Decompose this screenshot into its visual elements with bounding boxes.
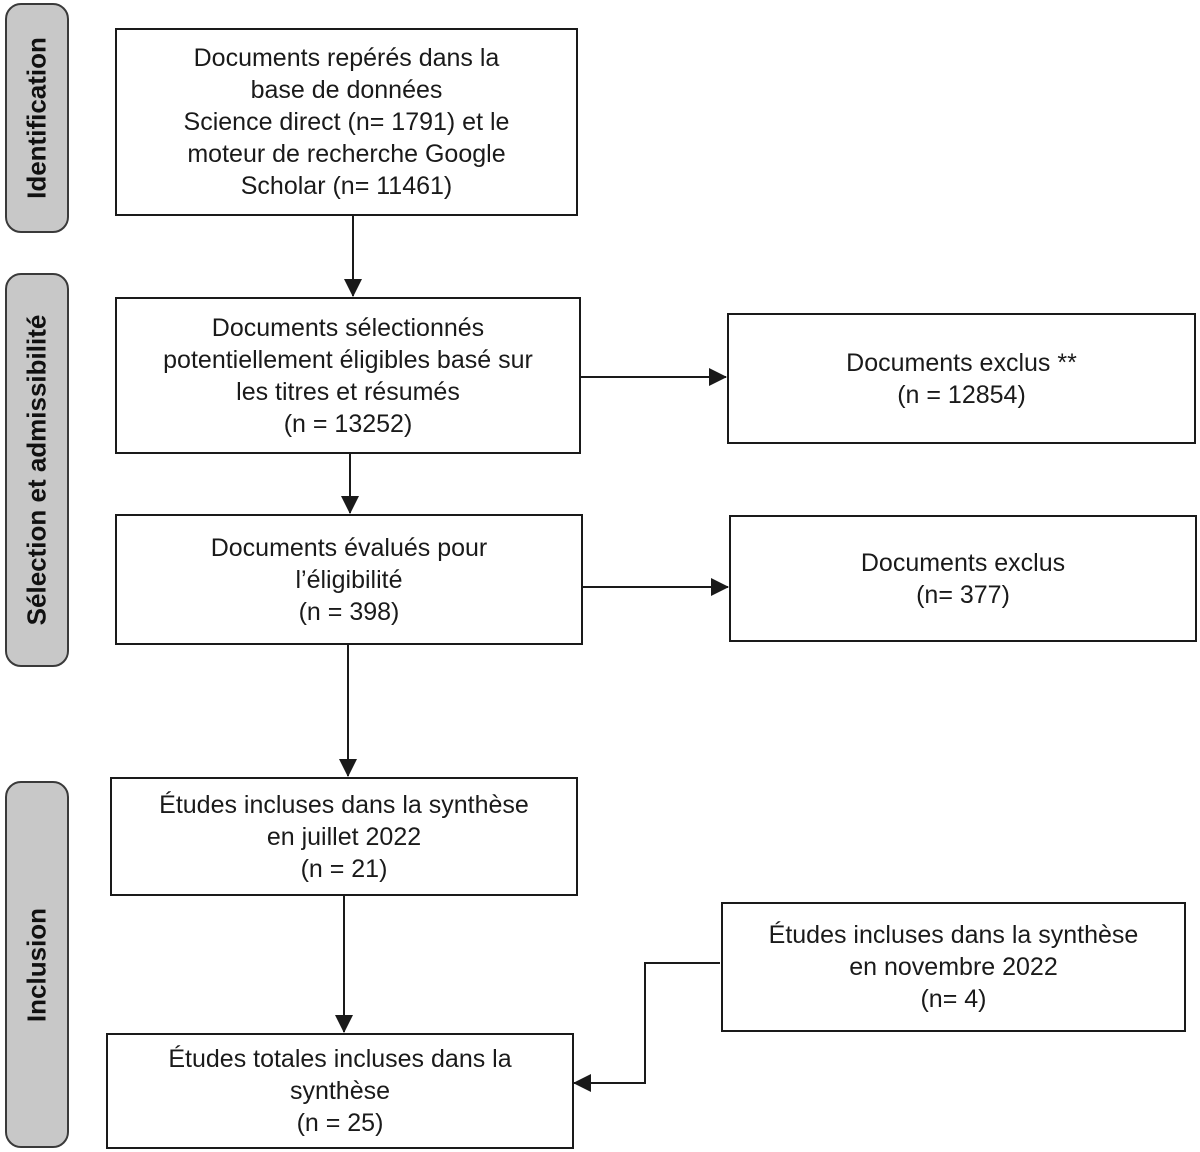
box-total-included: Études totales incluses dans la synthèse… [106,1033,574,1149]
box-included-july-text: Études incluses dans la synthèse en juil… [159,790,529,883]
phase-inclusion: Inclusion [5,781,69,1148]
box-included-july: Études incluses dans la synthèse en juil… [110,777,578,896]
box-total-included-text: Études totales incluses dans la synthèse… [168,1045,512,1137]
arrow-included-november-to-total [573,962,720,1092]
box-assessed: Documents évalués pour l’éligibilité (n … [115,514,583,645]
box-excluded-screening-text: Documents exclus ** (n = 12854) [846,348,1077,409]
phase-selection: Sélection et admissibilité [5,273,69,667]
box-included-november: Études incluses dans la synthèse en nove… [721,902,1186,1032]
box-excluded-screening: Documents exclus ** (n = 12854) [727,313,1196,444]
box-screened-text: Documents sélectionnés potentiellement é… [163,313,533,438]
box-included-november-text: Études incluses dans la synthèse en nove… [768,921,1139,1013]
box-excluded-eligibility-text: Documents exclus (n= 377) [860,548,1066,609]
phase-identification: Identification [5,3,69,233]
box-identified: Documents repérés dans la base de donnée… [115,28,578,216]
box-excluded-eligibility: Documents exclus (n= 377) [729,515,1197,642]
box-identified-text: Documents repérés dans la base de donnée… [183,44,510,200]
box-assessed-text: Documents évalués pour l’éligibilité (n … [210,533,488,626]
box-screened: Documents sélectionnés potentiellement é… [115,297,581,454]
